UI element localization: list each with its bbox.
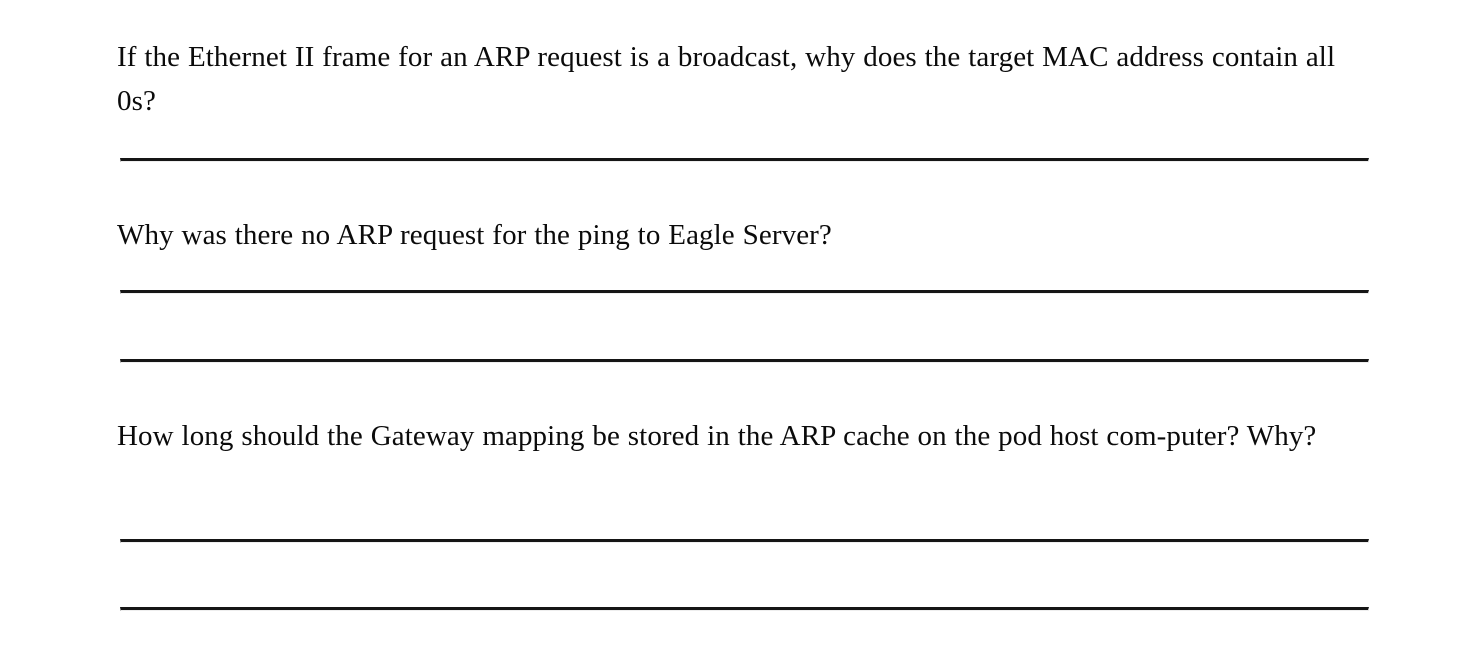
question-block-1: If the Ethernet II frame for an ARP requ… <box>117 6 1367 152</box>
question-block-2: Why was there no ARP request for the pin… <box>117 184 1367 286</box>
answer-rule-3 <box>120 359 1369 363</box>
answer-rule-4 <box>120 539 1369 543</box>
question-text-1: If the Ethernet II frame for an ARP requ… <box>117 41 1336 117</box>
answer-rule-2 <box>120 290 1369 294</box>
question-text-2: Why was there no ARP request for the pin… <box>117 219 832 251</box>
answer-rule-5 <box>120 607 1369 611</box>
question-text-3: How long should the Gateway mapping be s… <box>117 420 1317 452</box>
question-block-3: How long should the Gateway mapping be s… <box>117 385 1367 487</box>
answer-rule-1 <box>120 158 1369 162</box>
